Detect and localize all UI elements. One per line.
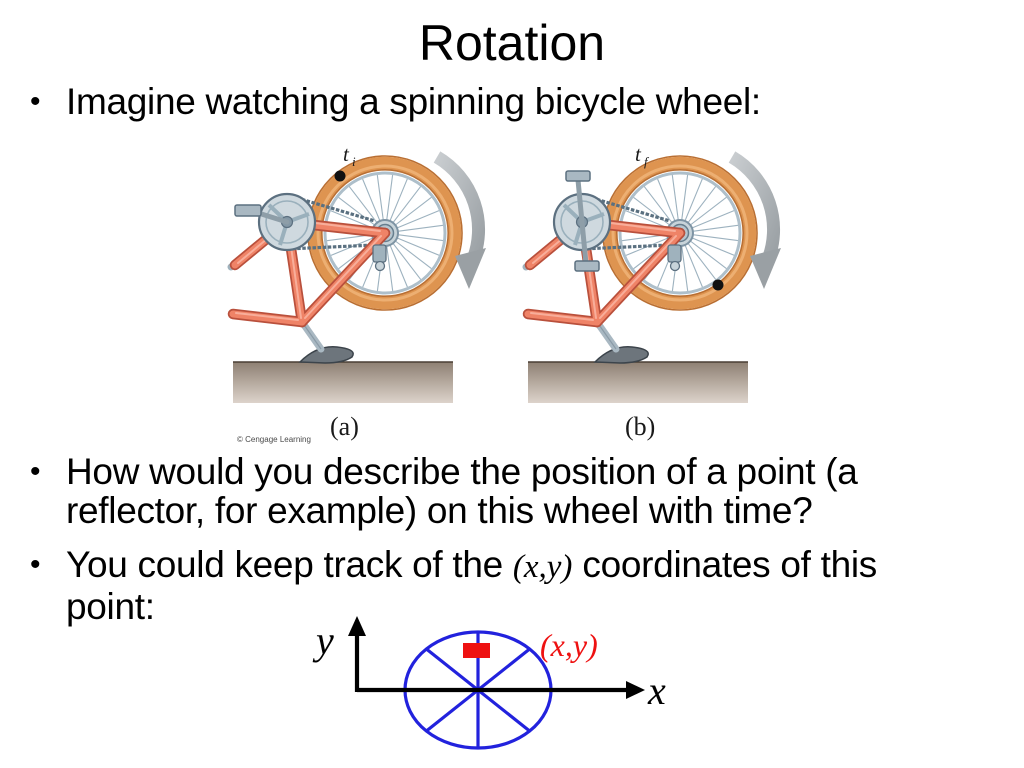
bicycle-a: t i (a) (231, 142, 486, 441)
bullet-3-line-2: point: (66, 586, 155, 627)
bullet-1-text: Imagine watching a spinning bicycle whee… (66, 81, 761, 122)
time-final-subscript: f (644, 154, 650, 169)
time-initial-subscript: i (352, 154, 356, 169)
caption-a: (a) (330, 412, 359, 441)
copyright-credit: © Cengage Learning (237, 435, 311, 444)
caption-b: (b) (625, 412, 655, 441)
bicycle-b: t f (b) (526, 142, 781, 441)
y-axis-label: y (312, 618, 334, 663)
bullet-2-line-1: How would you describe the position of a… (66, 451, 858, 492)
pedal (234, 204, 262, 217)
bullet-3-text-post: coordinates of this (572, 544, 877, 585)
bullet-item-1: • Imagine watching a spinning bicycle wh… (26, 82, 986, 121)
time-final-label: t (635, 142, 642, 166)
x-axis-label: x (647, 668, 666, 713)
x-axis (357, 681, 645, 699)
bullet-marker: • (30, 85, 41, 118)
bullet-2-line-2: reflector, for example) on this wheel wi… (66, 490, 813, 531)
reflector-dot-a (334, 170, 346, 182)
pedal-crank-arm (575, 177, 585, 225)
reflector-dot-b (712, 279, 724, 291)
time-initial-label: t (343, 142, 350, 166)
y-axis (348, 616, 366, 692)
bullet-marker: • (30, 455, 41, 488)
bullet-item-2: • How would you describe the position of… (26, 452, 986, 530)
y-axis-arrowhead (348, 616, 366, 636)
xy-inline-math: (x,y) (512, 549, 573, 585)
bullet-3-text-pre: You could keep track of the (66, 544, 513, 585)
bicycle-figure-svg: t i (a) t f (b) © Cengage Learning (225, 142, 790, 444)
xy-wheel-diagram: y x (x,y) (300, 612, 700, 768)
point-coordinates-label: (x,y) (540, 627, 598, 663)
bullet-item-3: • You could keep track of the (x,y) coor… (26, 545, 986, 626)
reflector-marker (463, 643, 490, 658)
x-axis-arrowhead (626, 681, 645, 699)
pedal (565, 170, 591, 182)
xy-diagram-svg: y x (x,y) (312, 616, 666, 750)
bicycle-figure: t i (a) t f (b) © Cengage Learning (225, 135, 790, 445)
bullet-marker: • (30, 548, 41, 581)
page-title: Rotation (418, 15, 606, 71)
